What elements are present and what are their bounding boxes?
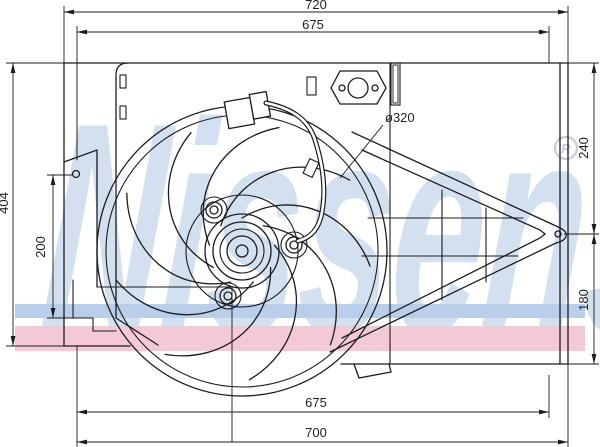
registered-letter: R (561, 141, 571, 156)
channel-inner (392, 64, 399, 104)
mounting-hole-right (554, 230, 562, 238)
right-support-bracket (329, 131, 567, 353)
dim-label-right-lower-height: 180 (576, 289, 591, 311)
slot (119, 105, 127, 120)
slot (306, 76, 317, 96)
dim-label-bottom-width: 700 (305, 425, 327, 440)
blue-stripe (15, 304, 585, 318)
slot (119, 74, 127, 89)
cable (263, 100, 327, 244)
channel (390, 62, 401, 106)
dimension-labels: 720 675 404 200 240 180 675 700 ø320 (0, 0, 591, 440)
dim-label-top-inner-width: 675 (302, 17, 324, 32)
diameter-leader-line (339, 124, 384, 179)
motor-hub (200, 196, 308, 310)
fan-blades (105, 116, 371, 386)
dim-label-fan-diameter: ø320 (385, 110, 415, 125)
dimension-180 (568, 234, 599, 365)
dim-label-left-inner-height: 200 (33, 236, 48, 258)
dim-label-left-height: 404 (0, 192, 11, 214)
bottom-tab (353, 363, 392, 379)
dim-label-right-upper-height: 240 (576, 137, 591, 159)
dimension-404 (6, 62, 64, 347)
dimension-700 (77, 364, 569, 447)
panel-details (119, 62, 401, 120)
registered-trademark-icon: R (553, 135, 579, 161)
dim-label-bottom-inner-width: 675 (305, 395, 327, 410)
dimensions (6, 6, 599, 447)
dimension-675-bottom (76, 346, 550, 447)
dimension-200 (47, 174, 73, 319)
part-line-art (63, 62, 569, 443)
shroud-body (63, 62, 569, 365)
cable-clip (302, 157, 320, 179)
dim-label-top-width: 720 (305, 0, 327, 12)
dimension-720 (63, 6, 569, 63)
dimension-675-top (76, 26, 550, 63)
mounting-hole-left (71, 169, 81, 179)
mount-plate (330, 70, 387, 105)
pink-stripe (15, 326, 585, 351)
